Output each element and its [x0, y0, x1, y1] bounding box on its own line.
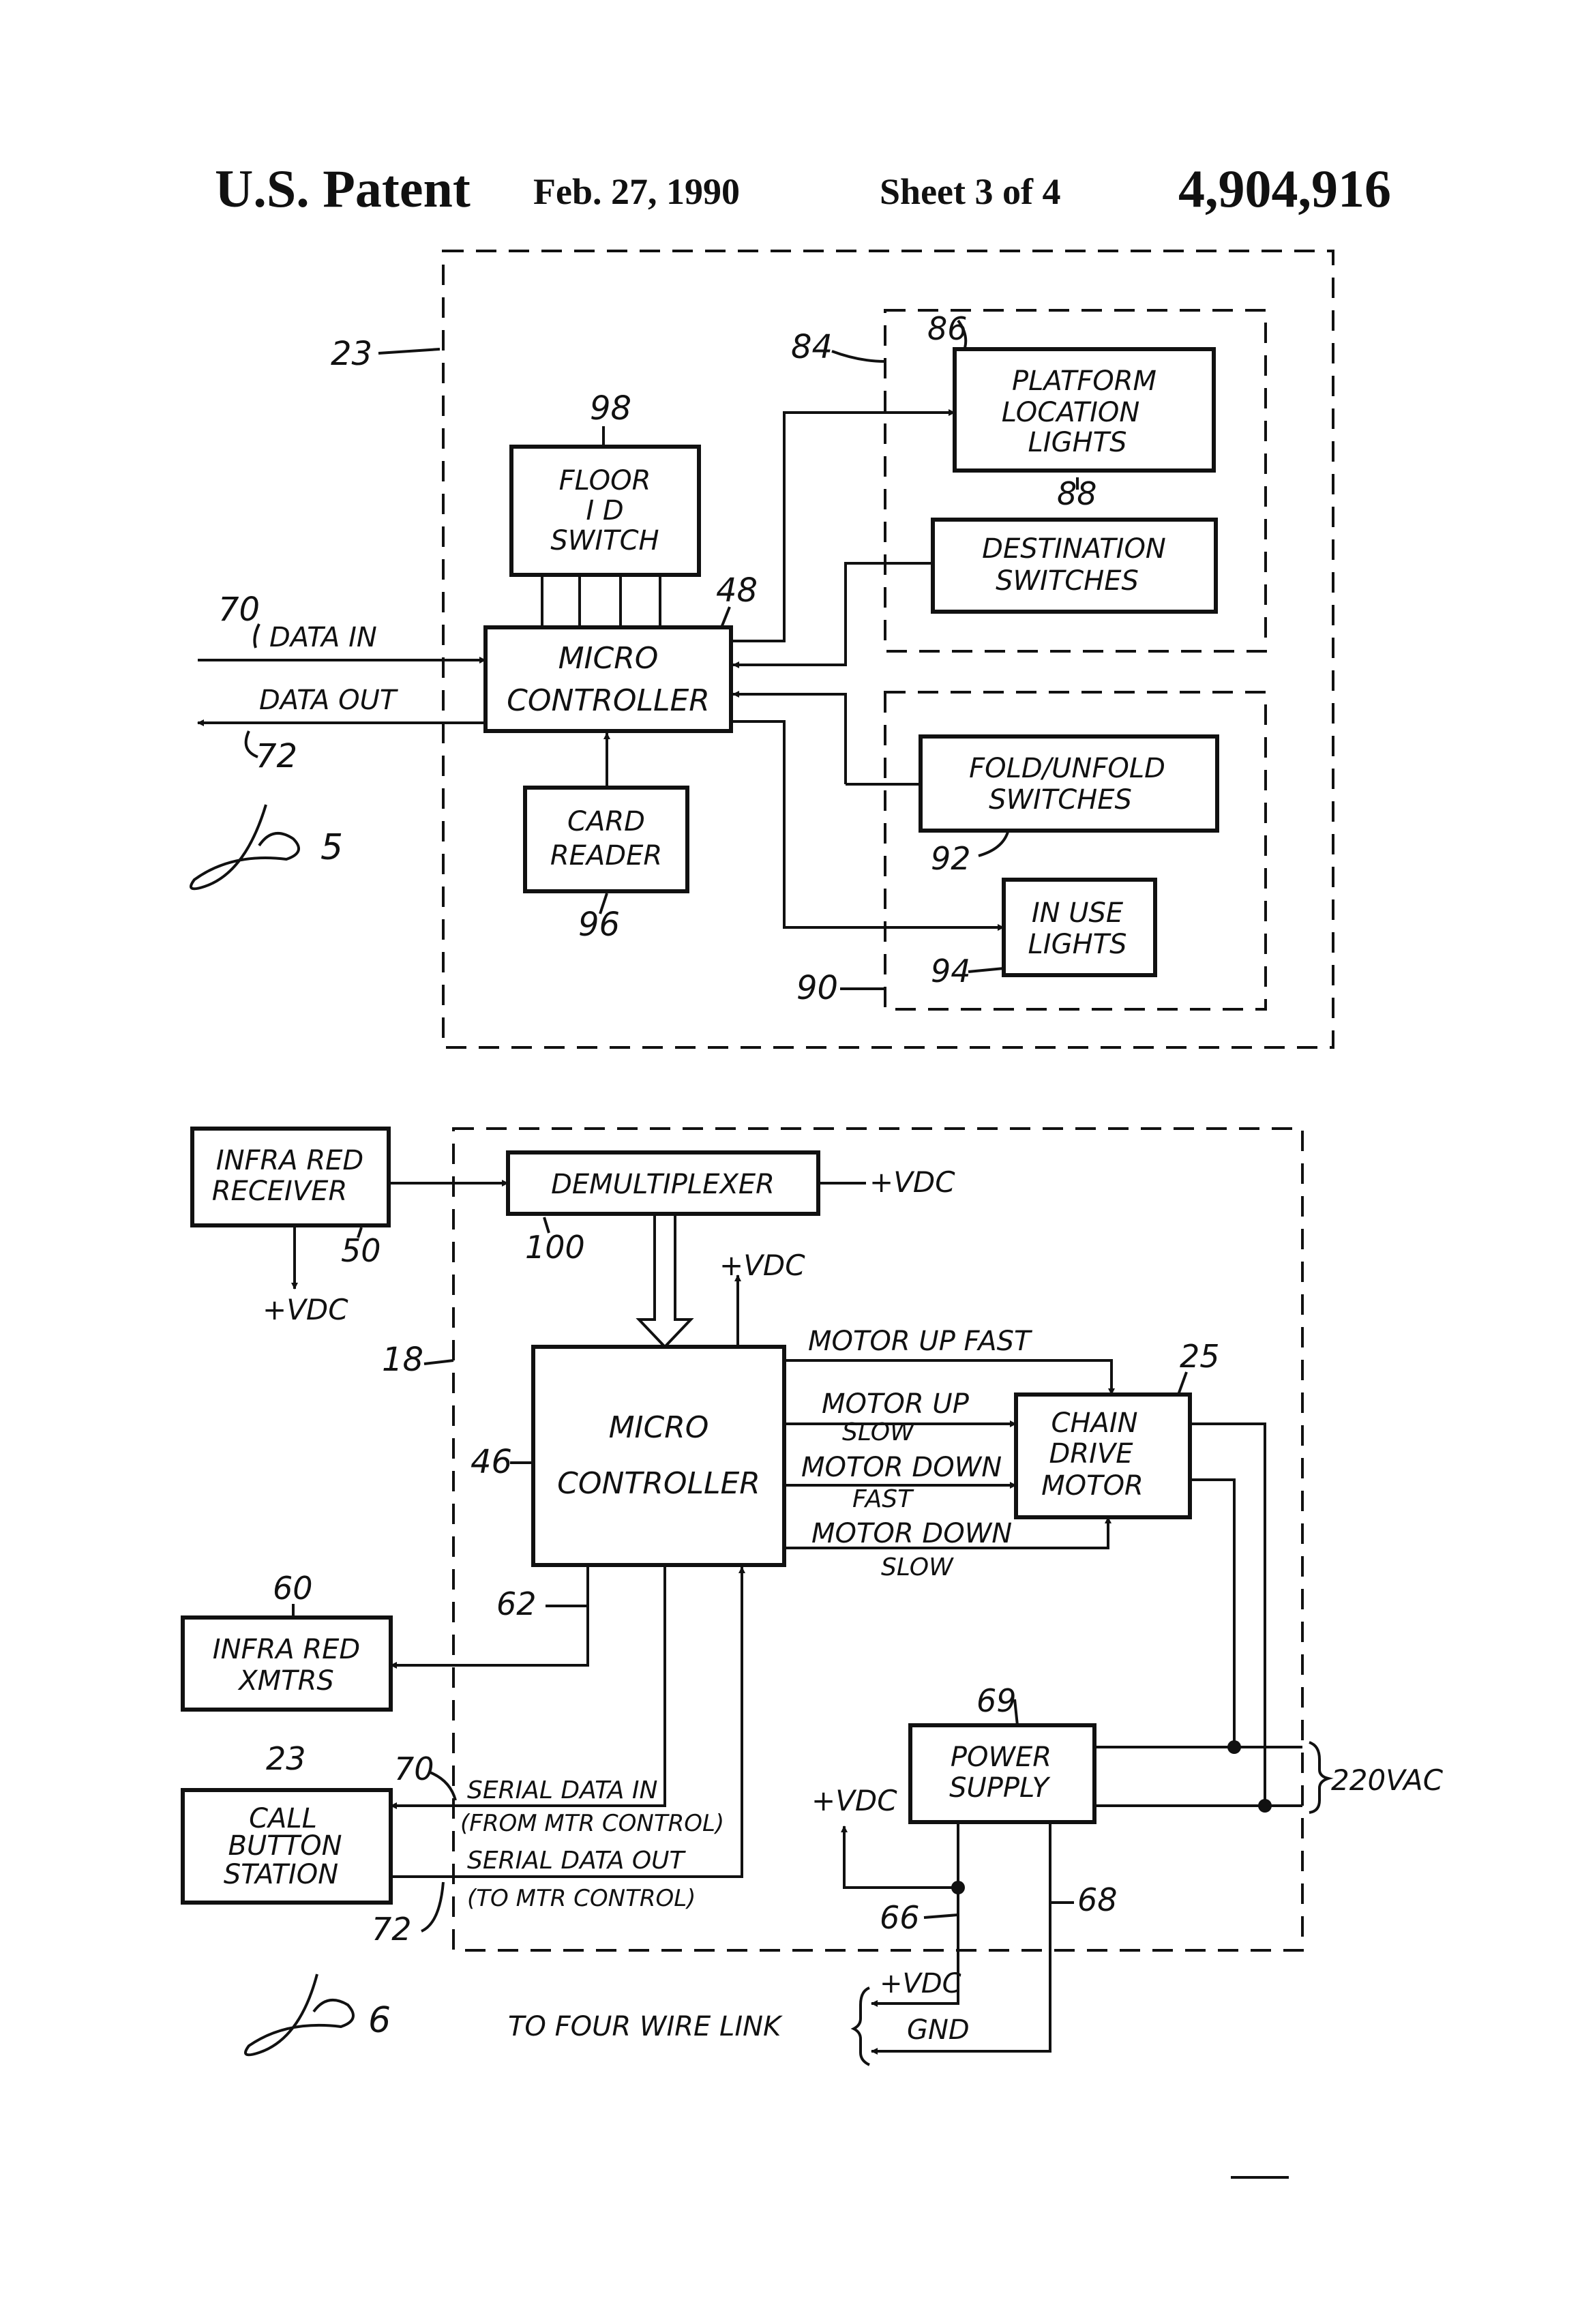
data-out-ref: 72	[256, 737, 297, 775]
in-use-lights-line2: LIGHTS	[1028, 929, 1127, 960]
fig5-diagram: 23 98 FLOOR I D SWITCH 48 MICRO CONTROLL…	[190, 250, 1334, 1049]
ir-receiver-line1: INFRA RED	[216, 1145, 363, 1176]
power-supply-line2: SUPPLY	[949, 1772, 1051, 1804]
ref-68: 68	[1077, 1881, 1118, 1918]
fig6-micro-line2: CONTROLLER	[557, 1466, 760, 1501]
ref-66: 66	[880, 1899, 920, 1936]
power-supply-ref: 69	[976, 1682, 1017, 1719]
power-supply-line1: POWER	[951, 1742, 1051, 1773]
signal-motor-up-fast: MOTOR UP FAST	[808, 1326, 1033, 1357]
group-84-ref: 84	[791, 328, 833, 366]
fig6-signature-mark	[244, 1973, 355, 2057]
floor-id-switch-box	[509, 445, 701, 577]
signal-motor-down: MOTOR DOWN	[801, 1452, 1002, 1483]
patent-label: U.S. Patent	[215, 159, 471, 218]
fig6-micro-controller-box	[531, 1345, 786, 1567]
floor-id-switch-line2: I D	[586, 495, 623, 526]
ir-xmtrs-line2: XMTRS	[237, 1665, 334, 1697]
chain-drive-line3: MOTOR	[1041, 1470, 1144, 1502]
fig5-micro-ref: 48	[716, 571, 758, 610]
platform-lights-line2: LOCATION	[1002, 397, 1140, 428]
platform-lights-ref: 86	[927, 310, 968, 347]
chain-drive-ref: 25	[1180, 1338, 1220, 1375]
ir-xmtrs-ref: 60	[273, 1570, 313, 1607]
four-wire-link-label: TO FOUR WIRE LINK	[508, 2011, 783, 2042]
demultiplexer-vdc: +VDC	[869, 1165, 955, 1199]
fold-unfold-line2: SWITCHES	[989, 784, 1132, 816]
call-button-station-box	[181, 1788, 393, 1905]
patent-number: 4,904,916	[1178, 159, 1391, 218]
signal-fast: FAST	[852, 1485, 914, 1513]
floor-id-switch-line3: SWITCH	[550, 525, 659, 556]
four-wire-gnd: GND	[907, 2014, 970, 2046]
power-supply-vdc: +VDC	[811, 1784, 897, 1817]
call-button-ref: 23	[266, 1740, 306, 1777]
fig6-diagram: 18 INFRA RED RECEIVER 50 +VDC DEMULTIPLE…	[181, 1127, 1444, 2066]
call-button-line1: CALL	[249, 1803, 317, 1834]
serial-out-ref: 72	[372, 1911, 412, 1948]
ac-input-label: 220VAC	[1331, 1763, 1444, 1797]
sheet-number: Sheet 3 of 4	[880, 171, 1061, 212]
group-90-ref: 90	[796, 969, 838, 1007]
fig6-enclosure	[452, 1127, 1304, 1952]
chain-drive-motor-box	[1014, 1392, 1192, 1519]
fig5-micro-line2: CONTROLLER	[507, 683, 710, 718]
chain-drive-line1: CHAIN	[1051, 1407, 1137, 1439]
data-in-ref: 70	[218, 591, 260, 629]
card-reader-line1: CARD	[567, 806, 645, 837]
ir-receiver-vdc: +VDC	[263, 1293, 348, 1326]
fig6-micro-ref: 46	[471, 1443, 512, 1481]
card-reader-box	[523, 786, 689, 893]
serial-in-ref: 70	[394, 1751, 434, 1787]
platform-lights-line3: LIGHTS	[1028, 427, 1127, 458]
signal-slow-2: SLOW	[881, 1553, 954, 1581]
fig5-enclosure-ref: 23	[331, 335, 372, 373]
signal-slow-1: SLOW	[842, 1418, 915, 1446]
demultiplexer-label: DEMULTIPLEXER	[551, 1169, 775, 1200]
group-90	[884, 691, 1267, 1011]
fold-unfold-line1: FOLD/UNFOLD	[969, 753, 1165, 784]
fig6-micro-vdc: +VDC	[719, 1249, 805, 1282]
patent-date: Feb. 27, 1990	[533, 171, 740, 212]
fig6-micro-line1: MICRO	[609, 1410, 709, 1445]
fig5-label: 5	[320, 827, 343, 868]
serial-out-line1: SERIAL DATA OUT	[467, 1847, 687, 1875]
serial-in-line2: (FROM MTR CONTROL)	[460, 1810, 724, 1837]
ir-line-ref: 62	[496, 1585, 537, 1622]
destination-switches-box	[931, 518, 1218, 614]
destination-switches-line1: DESTINATION	[982, 533, 1166, 565]
floor-id-switch-ref: 98	[590, 389, 631, 428]
ir-receiver-box	[190, 1127, 391, 1227]
chain-drive-line2: DRIVE	[1049, 1438, 1133, 1470]
ir-receiver-line2: RECEIVER	[212, 1176, 348, 1207]
floor-id-switch-line1: FLOOR	[559, 465, 651, 496]
serial-in-line1: SERIAL DATA IN	[467, 1776, 657, 1804]
in-use-lights-line1: IN USE	[1032, 897, 1124, 929]
fig5-micro-controller-box	[483, 625, 733, 733]
call-button-line2: BUTTON	[228, 1830, 342, 1862]
card-reader-ref: 96	[578, 906, 620, 944]
data-out-label: DATA OUT	[259, 685, 399, 716]
fig5-signature-mark	[190, 804, 300, 891]
in-use-lights-ref: 94	[931, 953, 971, 989]
fig6-label: 6	[368, 2000, 391, 2041]
signal-motor-down-2: MOTOR DOWN	[811, 1518, 1012, 1549]
fig5-enclosure	[442, 250, 1334, 1049]
data-in-label: DATA IN	[269, 622, 377, 653]
ir-xmtrs-line1: INFRA RED	[213, 1634, 360, 1665]
fold-unfold-ref: 92	[931, 840, 971, 877]
signal-motor-up: MOTOR UP	[822, 1388, 970, 1420]
call-button-line3: STATION	[224, 1859, 338, 1890]
card-reader-line2: READER	[550, 840, 662, 872]
four-wire-vdc: +VDC	[880, 1968, 961, 1999]
fig5-micro-line1: MICRO	[558, 641, 659, 676]
ir-receiver-ref: 50	[341, 1232, 381, 1269]
fig6-enclosure-ref: 18	[382, 1341, 423, 1379]
platform-lights-line1: PLATFORM	[1012, 366, 1156, 397]
power-supply-box	[908, 1723, 1096, 1824]
demultiplexer-ref: 100	[525, 1229, 585, 1266]
serial-out-line2: (TO MTR CONTROL)	[467, 1885, 696, 1912]
destination-switches-line2: SWITCHES	[996, 565, 1139, 597]
